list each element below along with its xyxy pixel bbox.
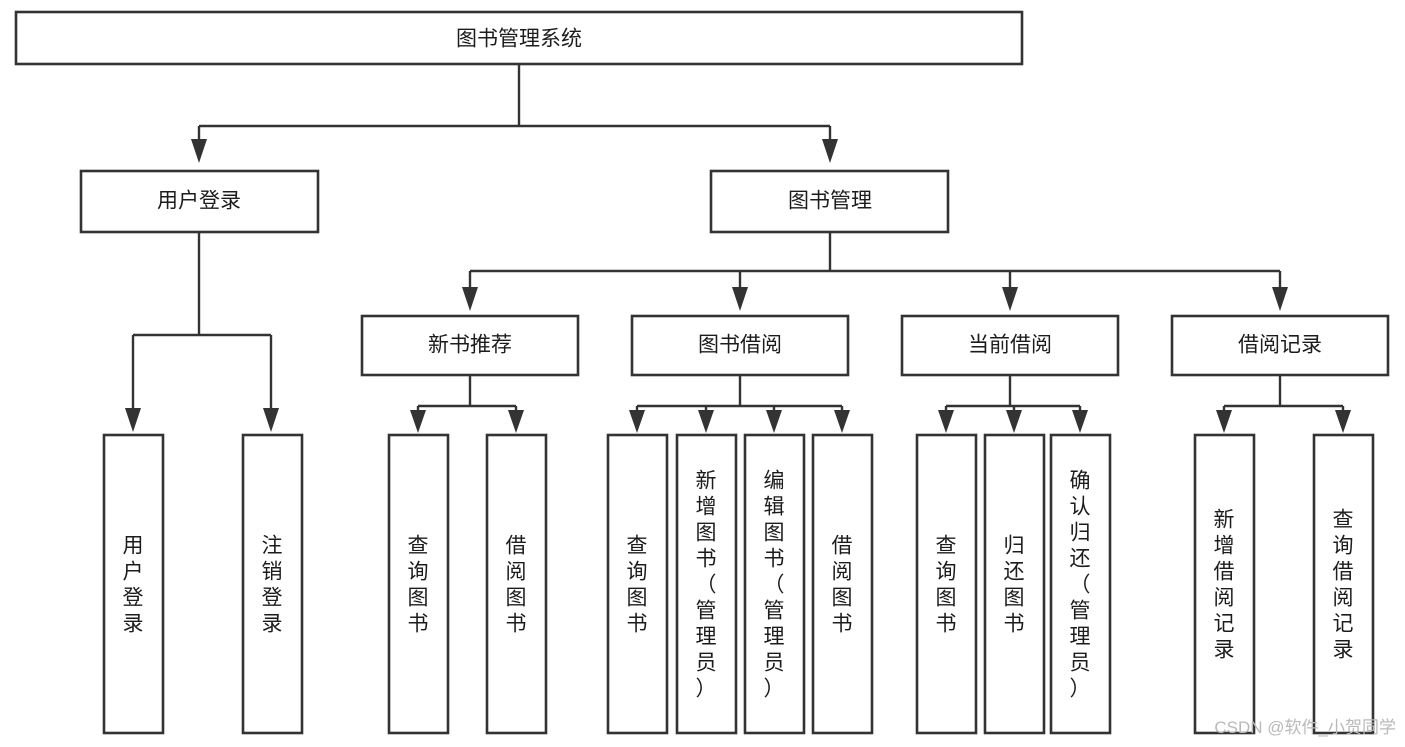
node-user-login-box[interactable] — [79, 169, 320, 234]
node-borrow-record-label: 借阅记录 — [1238, 334, 1322, 357]
node-leaf-query-book-2[interactable]: 查询图书 — [606, 433, 669, 735]
node-book-borrow-label: 图书借阅 — [698, 334, 782, 357]
node-book-borrow-box[interactable] — [630, 314, 850, 377]
node-root-box[interactable] — [14, 10, 1024, 66]
node-leaf-query-book-1-box[interactable] — [387, 433, 450, 735]
node-leaf-query-book-1-label: 查询图书 — [408, 534, 429, 635]
node-leaf-query-record-label: 查询借阅记录 — [1333, 508, 1354, 661]
arrowhead-leaf-logout-login — [263, 408, 279, 432]
csdn-watermark: CSDN @软件_小贺同学 — [1214, 718, 1396, 737]
node-leaf-edit-book[interactable]: 编辑图书（管理员） — [743, 433, 806, 735]
arrowhead-leaf-add-record — [1216, 410, 1232, 433]
node-leaf-add-book-box[interactable] — [675, 433, 738, 735]
node-current-borrow-label: 当前借阅 — [968, 334, 1052, 357]
arrowhead-book-borrow — [732, 287, 748, 311]
node-leaf-borrow-book-2-box[interactable] — [811, 433, 874, 735]
node-borrow-record-box[interactable] — [1170, 314, 1390, 377]
node-leaf-borrow-book-2-label: 借阅图书 — [832, 534, 853, 635]
node-root[interactable]: 图书管理系统 — [14, 10, 1024, 66]
node-leaf-add-book-label: 新增图书（管理员） — [696, 469, 717, 700]
node-new-book-recommend[interactable]: 新书推荐 — [360, 314, 580, 377]
node-root-label: 图书管理系统 — [456, 28, 582, 51]
arrowhead-borrow-record — [1272, 287, 1288, 311]
node-leaf-borrow-book-1-label: 借阅图书 — [506, 534, 527, 635]
node-leaf-query-record-box[interactable] — [1312, 433, 1375, 735]
arrowhead-leaf-borrow-book-2 — [834, 410, 850, 433]
arrowhead-leaf-query-record — [1335, 410, 1351, 433]
arrowhead-leaf-edit-book — [766, 410, 782, 433]
node-leaf-borrow-book-1[interactable]: 借阅图书 — [485, 433, 548, 735]
arrowhead-leaf-query-book-2 — [629, 410, 645, 433]
node-book-manage-box[interactable] — [709, 169, 950, 234]
connector-layer — [125, 64, 1351, 433]
node-current-borrow-box[interactable] — [900, 314, 1120, 377]
arrowhead-leaf-query-book-1 — [410, 410, 426, 433]
node-leaf-query-book-3[interactable]: 查询图书 — [915, 433, 978, 735]
node-leaf-confirm-return[interactable]: 确认归还（管理员） — [1049, 433, 1112, 735]
node-leaf-query-book-1[interactable]: 查询图书 — [387, 433, 450, 735]
arrowhead-leaf-query-book-3 — [938, 410, 954, 433]
node-leaf-query-book-3-box[interactable] — [915, 433, 978, 735]
arrowhead-leaf-return-book — [1006, 410, 1022, 433]
arrowhead-leaf-user-login — [125, 408, 141, 432]
node-leaf-user-login-box[interactable] — [102, 433, 165, 735]
node-leaf-edit-book-box[interactable] — [743, 433, 806, 735]
node-leaf-add-record-box[interactable] — [1193, 433, 1256, 735]
node-borrow-record[interactable]: 借阅记录 — [1170, 314, 1390, 377]
arrowhead-current-borrow — [1002, 287, 1018, 311]
arrowhead-to-book-manage — [822, 139, 838, 163]
node-leaf-edit-book-label: 编辑图书（管理员） — [764, 469, 785, 700]
node-leaf-add-book[interactable]: 新增图书（管理员） — [675, 433, 738, 735]
node-leaf-borrow-book-2[interactable]: 借阅图书 — [811, 433, 874, 735]
node-leaf-query-book-2-label: 查询图书 — [627, 534, 648, 635]
arrowhead-leaf-confirm-return — [1072, 410, 1088, 433]
node-current-borrow[interactable]: 当前借阅 — [900, 314, 1120, 377]
node-user-login[interactable]: 用户登录 — [79, 169, 320, 234]
node-leaf-return-book[interactable]: 归还图书 — [983, 433, 1046, 735]
node-user-login-label: 用户登录 — [157, 190, 241, 213]
arrowhead-new-book-recommend — [462, 287, 478, 311]
node-book-manage-label: 图书管理 — [788, 190, 872, 213]
node-leaf-return-book-box[interactable] — [983, 433, 1046, 735]
node-book-borrow[interactable]: 图书借阅 — [630, 314, 850, 377]
node-book-manage[interactable]: 图书管理 — [709, 169, 950, 234]
node-new-book-recommend-label: 新书推荐 — [428, 334, 512, 357]
node-leaf-add-record[interactable]: 新增借阅记录 — [1193, 433, 1256, 735]
node-leaf-confirm-return-label: 确认归还（管理员） — [1070, 469, 1091, 700]
node-leaf-user-login[interactable]: 用户登录 — [102, 433, 165, 735]
arrowhead-leaf-add-book — [698, 410, 714, 433]
node-leaf-query-book-3-label: 查询图书 — [936, 534, 957, 635]
node-leaf-borrow-book-1-box[interactable] — [485, 433, 548, 735]
node-new-book-recommend-box[interactable] — [360, 314, 580, 377]
node-leaf-confirm-return-box[interactable] — [1049, 433, 1112, 735]
node-leaf-logout-login[interactable]: 注销登录 — [241, 433, 304, 735]
node-leaf-return-book-label: 归还图书 — [1004, 534, 1025, 635]
node-leaf-query-book-2-box[interactable] — [606, 433, 669, 735]
node-leaf-user-login-label: 用户登录 — [123, 534, 144, 635]
arrowhead-to-user-login — [191, 139, 207, 163]
node-leaf-add-record-label: 新增借阅记录 — [1214, 508, 1235, 661]
node-leaf-logout-login-box[interactable] — [241, 433, 304, 735]
node-leaf-query-record[interactable]: 查询借阅记录 — [1312, 433, 1375, 735]
arrowhead-leaf-borrow-book-1 — [508, 410, 524, 433]
node-leaf-logout-login-label: 注销登录 — [262, 534, 283, 635]
